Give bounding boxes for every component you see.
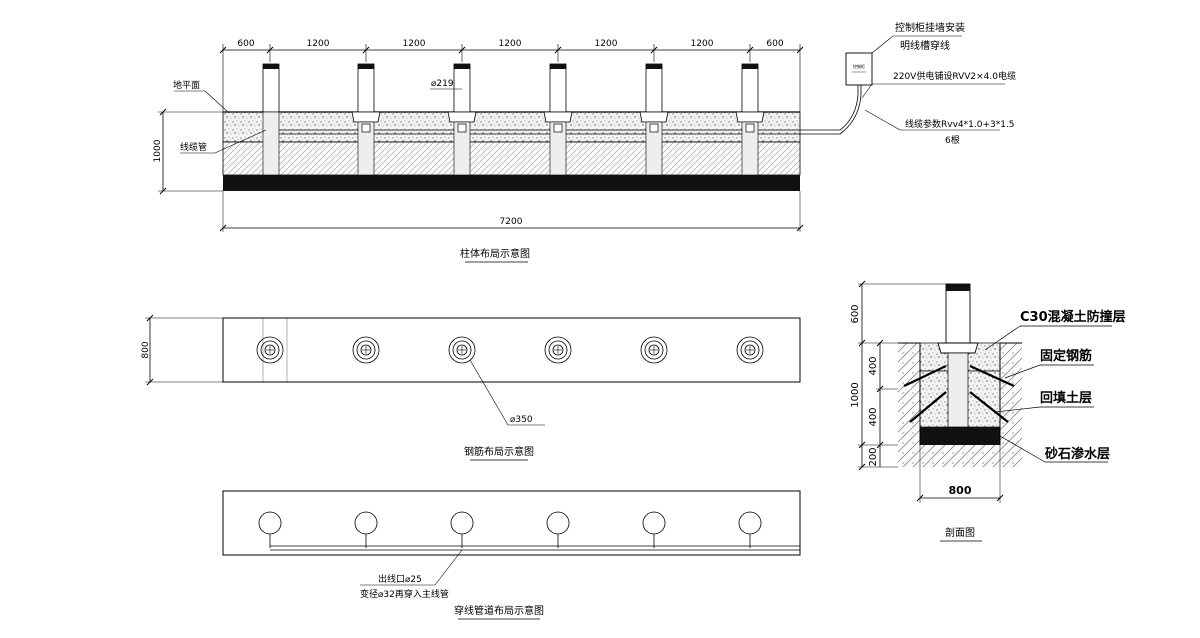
outlet-1 — [258, 511, 282, 548]
cabinet-note-2: 明线槽穿线 — [900, 39, 950, 52]
backfill-layer — [222, 141, 801, 176]
dim-1200-c: 1200 — [499, 39, 522, 49]
label-backfill: 回填土层 — [1040, 390, 1092, 406]
outlet-5 — [642, 511, 666, 548]
cable-spec-note: 线缆参数Rvv4*1.0+3*1.5 — [905, 118, 1015, 130]
cable-count-note: 6根 — [945, 134, 960, 146]
rebar-hole-2 — [352, 336, 380, 364]
control-cabinet — [845, 52, 873, 86]
rebar-hole-3 — [448, 336, 476, 364]
post-1 — [262, 63, 280, 176]
outlet-2 — [354, 511, 378, 548]
post-4 — [543, 63, 573, 176]
post-5 — [639, 63, 669, 176]
rebar-hole-4 — [544, 336, 572, 364]
conduit-title: 穿线管道布局示意图 — [454, 604, 544, 617]
section-dim-1000: 1000 — [850, 382, 861, 407]
ground-level-label: 地平面 — [173, 79, 200, 91]
section-dim-400a: 400 — [868, 356, 879, 375]
section-post — [945, 283, 971, 344]
reducer-note: 变径⌀32再穿入主线管 — [360, 588, 449, 600]
layout-elevation: 600 1200 1200 1200 1200 1200 600 — [153, 21, 1016, 263]
cabinet-note-1: 控制柜挂墙安装 — [895, 21, 965, 34]
section-gravel — [920, 427, 1000, 445]
rebar-hole-6 — [736, 336, 764, 364]
conduit-label: 线缆管 — [180, 141, 207, 153]
cabinet-tag: 控制柜 — [853, 63, 865, 69]
dim-1200-b: 1200 — [403, 39, 426, 49]
posts — [262, 63, 765, 176]
rebar-hole-5 — [640, 336, 668, 364]
dim-600-right: 600 — [766, 39, 783, 49]
outlet-note: 出线口⌀25 — [378, 573, 422, 585]
section-width-dim: 800 — [949, 484, 972, 497]
layout-title: 柱体布局示意图 — [460, 247, 530, 260]
rebar-width-dim: 800 — [141, 341, 151, 358]
section-dim-200: 200 — [868, 447, 879, 466]
label-rebar: 固定钢筋 — [1040, 348, 1092, 364]
post-3 — [447, 63, 477, 176]
conduit-plan: 出线口⌀25 变径⌀32再穿入主线管 穿线管道布局示意图 — [222, 490, 801, 620]
rebar-plan: 800 ⌀350 钢筋布局示意图 — [141, 314, 801, 461]
label-c30: C30混凝土防撞层 — [1020, 309, 1126, 325]
section-view: 600 400 400 1000 200 800 C30混凝土防撞层 固定钢筋 … — [850, 280, 1126, 542]
post-diameter-label: ⌀219 — [431, 79, 454, 89]
concrete-layer — [222, 111, 801, 143]
rebar-hole-1 — [256, 318, 288, 382]
outlet-6 — [738, 511, 762, 548]
post-2 — [351, 63, 381, 176]
section-dim-600: 600 — [850, 304, 861, 323]
label-gravel: 砂石渗水层 — [1044, 446, 1110, 462]
dim-600-left: 600 — [237, 39, 254, 49]
dim-1200-d: 1200 — [595, 39, 618, 49]
power-cable-note: 220V供电铺设RVV2×4.0电缆 — [893, 70, 1016, 82]
section-dim-400b: 400 — [868, 407, 879, 426]
outlet-3 — [450, 511, 474, 548]
total-length-label: 7200 — [500, 217, 523, 227]
dim-1200-a: 1200 — [307, 39, 330, 49]
depth-dim-label: 1000 — [153, 139, 163, 162]
rebar-title: 钢筋布局示意图 — [464, 445, 534, 458]
section-title: 剖面图 — [945, 526, 975, 539]
post-6 — [735, 63, 765, 176]
dim-1200-e: 1200 — [691, 39, 714, 49]
outlet-4 — [546, 511, 570, 548]
hole-diameter-label: ⌀350 — [510, 415, 533, 425]
gravel-layer — [223, 175, 800, 191]
